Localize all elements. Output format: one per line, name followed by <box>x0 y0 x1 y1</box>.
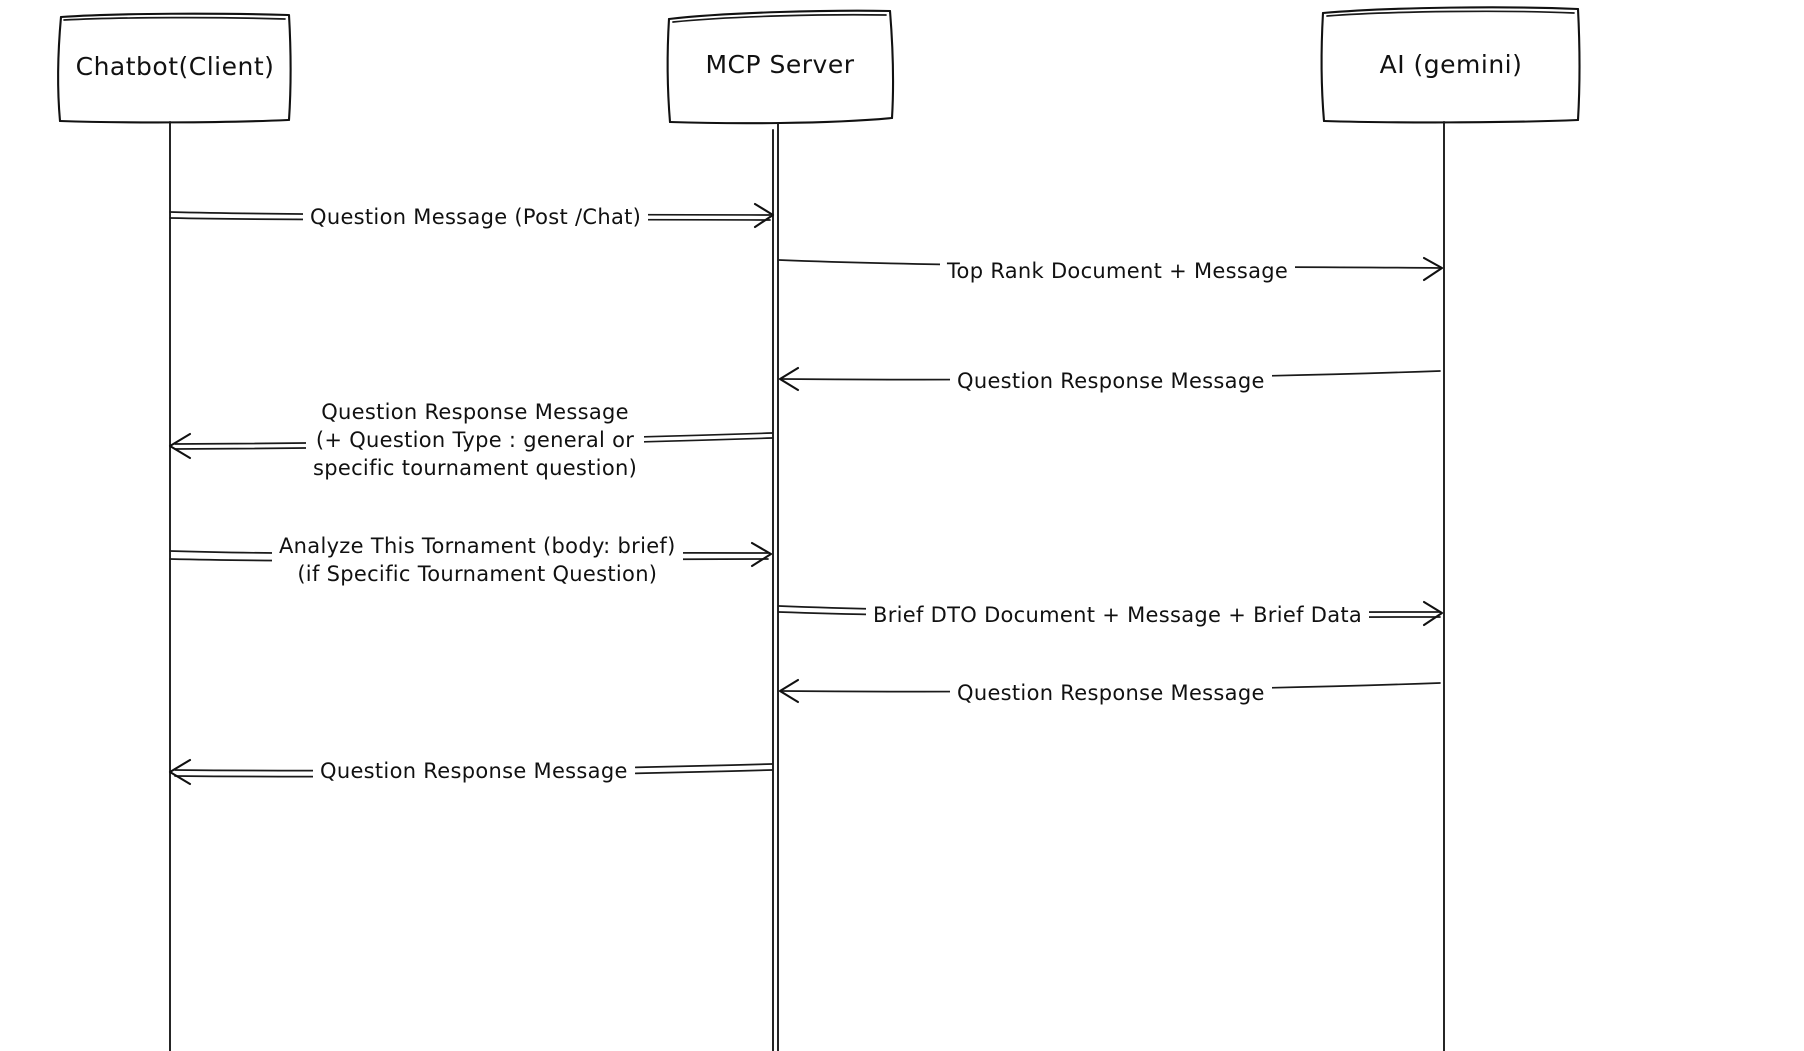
message-arrow-1[interactable] <box>169 202 775 229</box>
lifeline-chatbot <box>168 121 172 1051</box>
message-arrow-2[interactable] <box>778 256 1444 282</box>
lifeline-mcp <box>776 123 780 1051</box>
lifeline-mcp-double <box>771 129 775 1051</box>
participant-box-chatbot[interactable] <box>57 12 292 124</box>
participant-box-ai[interactable] <box>1320 6 1581 124</box>
message-arrow-8[interactable] <box>168 758 773 786</box>
message-arrow-4[interactable] <box>168 432 773 460</box>
participant-label-ai: AI (gemini) <box>1379 50 1523 79</box>
participant-label-chatbot: Chatbot(Client) <box>75 52 275 81</box>
participant-label-mcp: MCP Server <box>705 50 855 79</box>
lifeline-ai <box>1442 121 1446 1051</box>
message-arrow-7[interactable] <box>778 678 1441 704</box>
participant-box-mcp[interactable] <box>666 9 895 125</box>
message-arrow-6[interactable] <box>778 600 1444 627</box>
message-arrow-3[interactable] <box>778 366 1441 392</box>
message-arrow-5[interactable] <box>169 541 773 568</box>
